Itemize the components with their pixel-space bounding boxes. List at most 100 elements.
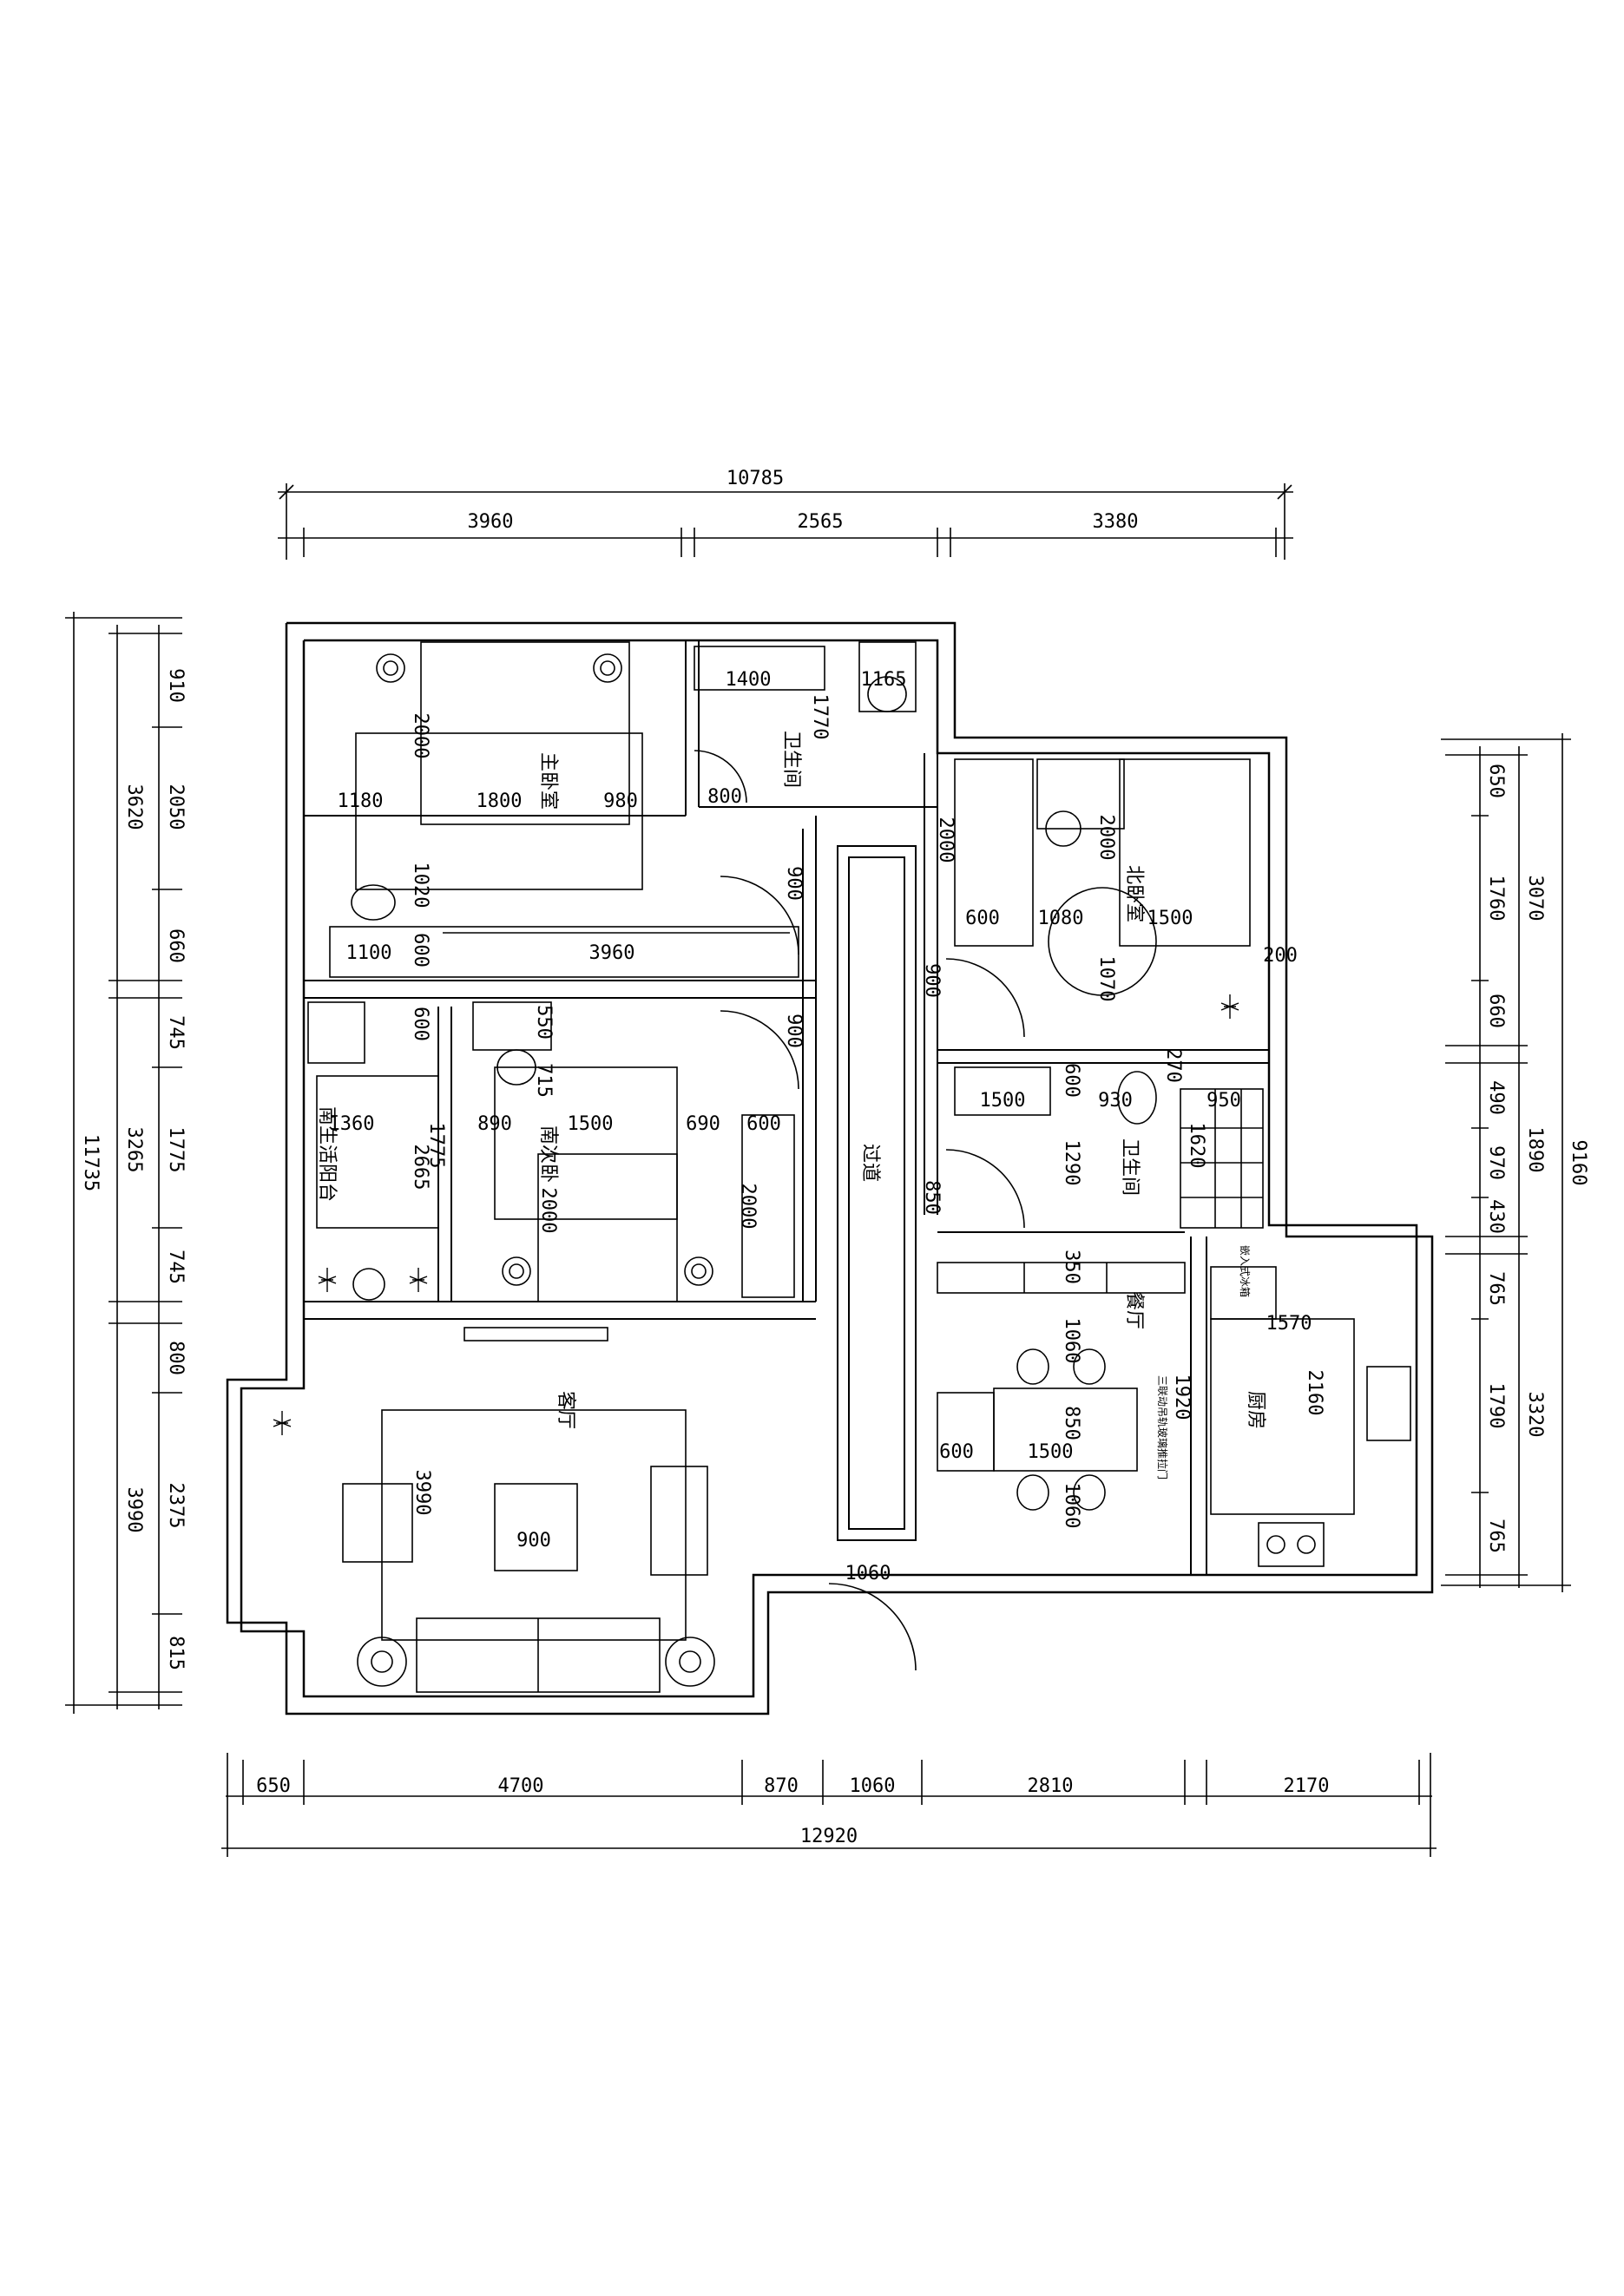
dim-right-s8: 1790	[1485, 1383, 1507, 1429]
dim-right-g2: 1890	[1524, 1127, 1546, 1173]
dim-bottom-a: 650	[256, 1775, 291, 1797]
dim-right-total: 9160	[1568, 1140, 1589, 1186]
dim-left-s5: 1775	[165, 1127, 187, 1173]
dim-bottom-c: 870	[764, 1775, 799, 1797]
dim-top-total: 10785	[727, 468, 784, 489]
dim-left-g2: 3265	[123, 1127, 145, 1173]
dim-left-s9: 815	[165, 1636, 187, 1670]
dim-bottom-e: 2810	[1028, 1775, 1074, 1797]
dim-w270: 270	[1162, 1048, 1184, 1083]
dim-n200: 200	[1263, 945, 1298, 967]
dim-left-s2: 2050	[165, 784, 187, 830]
dim-m600: 600	[410, 933, 431, 968]
dim-m900b: 900	[783, 1014, 805, 1048]
dim-right-s3: 660	[1485, 994, 1507, 1028]
room-label-bath2: 卫生间	[1119, 1138, 1141, 1196]
dim-d350: 350	[1061, 1250, 1082, 1284]
dim-bottom-d: 1060	[850, 1775, 896, 1797]
dim-w950: 950	[1206, 1090, 1241, 1112]
room-label-south2: 南次卧	[537, 1125, 559, 1183]
dim-left-s7: 800	[165, 1341, 187, 1375]
dim-left-g3: 3990	[123, 1487, 145, 1533]
room-label-corridor: 过道	[859, 1144, 881, 1182]
dim-k2160: 2160	[1304, 1370, 1325, 1416]
dim-b800: 800	[707, 786, 742, 808]
dim-s890: 890	[477, 1113, 512, 1135]
room-label-master: 主卧室	[537, 752, 559, 810]
plant-icon	[273, 994, 1239, 1435]
dim-top-c: 3380	[1093, 511, 1139, 533]
dim-n2000b: 2000	[1095, 815, 1117, 861]
dim-b1400: 1400	[726, 669, 772, 691]
dim-s690: 690	[686, 1113, 720, 1135]
dim-top-a: 3960	[468, 511, 514, 533]
dim-b1165: 1165	[861, 669, 907, 691]
dim-k1570: 1570	[1266, 1313, 1312, 1335]
dim-w1500: 1500	[980, 1090, 1026, 1112]
dim-d1060a: 1060	[1061, 1318, 1082, 1364]
dim-n2000a: 2000	[935, 817, 957, 863]
dim-left-s6: 745	[165, 1250, 187, 1284]
dim-d1060b: 1060	[1061, 1483, 1082, 1529]
dim-right-s1: 650	[1485, 764, 1507, 798]
furniture	[307, 641, 1411, 1693]
dim-e1060: 1060	[845, 1563, 891, 1584]
dim-right-s5: 970	[1485, 1145, 1507, 1180]
dim-top-b: 2565	[798, 511, 844, 533]
dim-right-s6: 430	[1485, 1199, 1507, 1234]
dim-d1920: 1920	[1171, 1374, 1193, 1420]
dim-s1775: 1775	[425, 1123, 447, 1169]
dim-m980: 980	[603, 790, 638, 812]
room-label-balcony: 南生活阳台	[316, 1106, 338, 1202]
dim-left-s8: 2375	[165, 1483, 187, 1529]
dim-left-total: 11735	[80, 1134, 102, 1191]
dim-d850: 850	[1061, 1406, 1082, 1440]
dim-right-s7: 765	[1485, 1271, 1507, 1306]
dim-m2000: 2000	[410, 713, 431, 759]
dim-w1620: 1620	[1186, 1123, 1207, 1169]
fridge-label: 嵌入式冰箱	[1239, 1245, 1252, 1297]
dim-bottom-b: 4700	[498, 1775, 544, 1797]
dimension-lines	[65, 483, 1571, 1857]
dim-left-s4: 745	[165, 1015, 187, 1050]
dim-s600a: 600	[410, 1007, 431, 1041]
room-label-living: 客厅	[555, 1391, 576, 1429]
dining-door-note: 三联动吊轨玻璃推拉门	[1156, 1375, 1169, 1479]
room-label-dining: 餐厅	[1123, 1291, 1145, 1329]
dim-s600b: 600	[746, 1113, 781, 1135]
dim-s715: 715	[533, 1063, 555, 1098]
dim-right-s4: 490	[1485, 1080, 1507, 1115]
dim-left-s1: 910	[165, 668, 187, 703]
dim-s550: 550	[533, 1005, 555, 1040]
dim-right-s9: 765	[1485, 1519, 1507, 1553]
dim-w930: 930	[1098, 1090, 1133, 1112]
room-label-bath1: 卫生间	[780, 731, 802, 788]
room-label-north: 北卧室	[1123, 865, 1145, 922]
dim-s2000a: 2000	[537, 1188, 559, 1234]
dim-m1180: 1180	[338, 790, 384, 812]
dim-left-g1: 3620	[123, 784, 145, 830]
dim-m1100: 1100	[346, 942, 392, 964]
dim-s2665: 2665	[410, 1145, 431, 1191]
dim-n1070: 1070	[1095, 956, 1117, 1002]
dim-n1080: 1080	[1038, 908, 1084, 929]
dim-left-s3: 660	[165, 928, 187, 963]
dim-s1500: 1500	[568, 1113, 614, 1135]
outer-walls	[226, 621, 1434, 1715]
dim-n1500: 1500	[1147, 908, 1193, 929]
dim-right-s2: 1760	[1485, 876, 1507, 922]
dim-s1360: 1360	[329, 1113, 375, 1135]
dim-l900: 900	[516, 1530, 551, 1551]
dim-w1290: 1290	[1061, 1140, 1082, 1186]
dim-b1770: 1770	[809, 694, 831, 740]
dim-m900a: 900	[783, 866, 805, 901]
dim-m3960: 3960	[589, 942, 635, 964]
dim-d1500: 1500	[1028, 1441, 1074, 1463]
room-label-kitchen: 厨房	[1245, 1391, 1266, 1429]
dim-w600: 600	[1061, 1063, 1082, 1098]
dim-d600: 600	[939, 1441, 974, 1463]
dim-m1020: 1020	[410, 863, 431, 909]
dim-right-g3: 3320	[1524, 1392, 1546, 1438]
dim-n900: 900	[921, 963, 943, 998]
dim-s2000b: 2000	[737, 1184, 759, 1230]
